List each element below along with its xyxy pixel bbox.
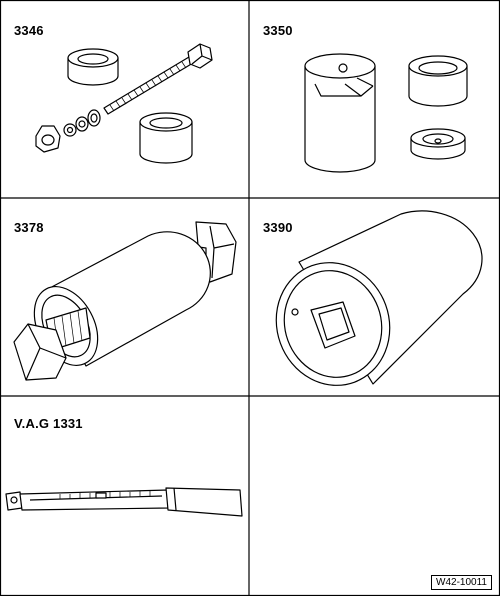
tool-cell-3346: 3346 [0,0,249,198]
figure-reference: W42-10011 [431,575,492,590]
puller-set-icon [35,43,213,164]
socket-sleeve-icon [275,210,483,386]
tool-number: V.A.G 1331 [14,416,83,431]
tool-cell-3350: 3350 [249,0,500,198]
bolt-sleeve-icon [13,221,237,381]
tool-cell-3390: 3390 [249,198,500,396]
tool-cell-vag-1331: V.A.G 1331 [0,396,249,596]
tool-number: 3346 [14,23,44,38]
tool-number: 3350 [263,23,293,38]
sleeve-set-icon [304,53,468,173]
tool-number: 3378 [14,220,44,235]
tool-cell-3378: 3378 [0,198,249,396]
torque-wrench-icon [5,487,243,517]
empty-cell: W42-10011 [249,396,500,596]
tool-number: 3390 [263,220,293,235]
